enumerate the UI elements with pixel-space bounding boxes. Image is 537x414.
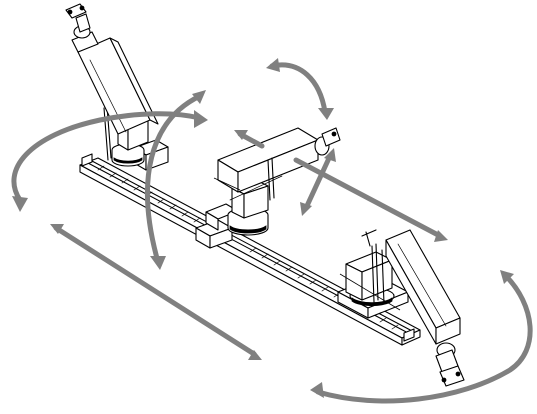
motion-arrows	[11, 58, 533, 404]
robot-left	[65, 3, 169, 171]
lift-arrow	[303, 153, 333, 211]
robot-right	[337, 229, 465, 387]
rail-track	[79, 153, 421, 346]
traverse-arrow-right	[293, 157, 443, 239]
traverse-arrow-left	[53, 225, 257, 357]
robot-middle	[195, 127, 341, 249]
rotation-arrow-right-orbit	[315, 272, 533, 404]
rotation-arrow-top-arc	[269, 62, 328, 115]
rotation-arrow-vertical-arc	[145, 93, 203, 265]
